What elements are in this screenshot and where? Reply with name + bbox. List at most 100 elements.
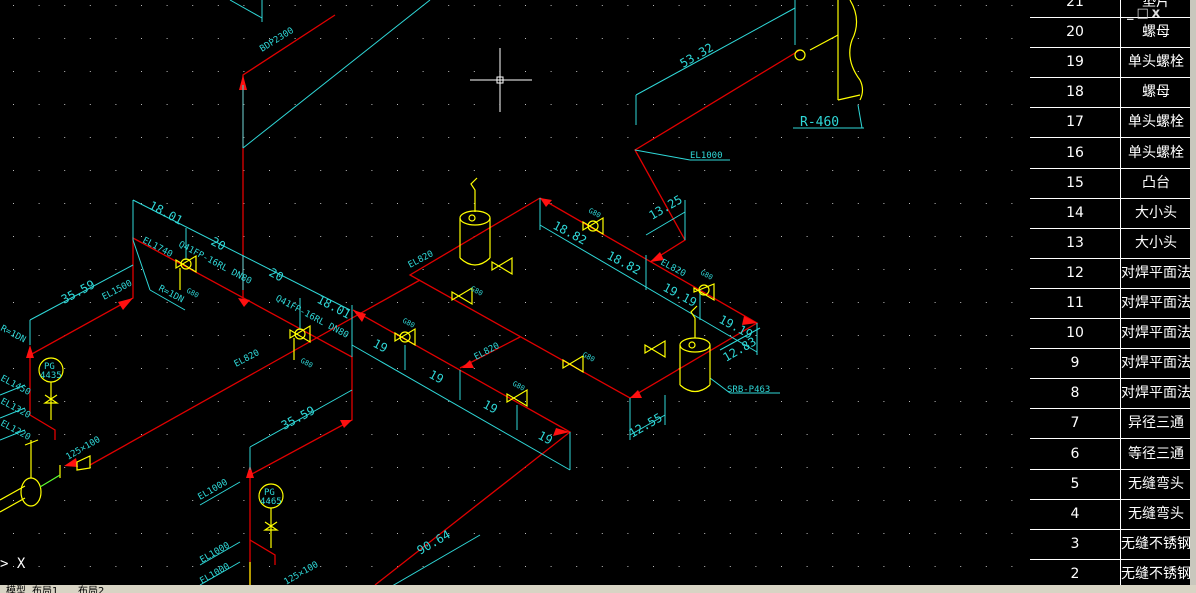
item-name: 对焊平面法: [1120, 318, 1191, 349]
grid-dot: [89, 104, 91, 105]
grid-dot: [601, 170, 603, 171]
dim-18-82-b: 18.82: [605, 248, 643, 277]
grid-dot: [397, 368, 398, 369]
grid-dot: [320, 302, 322, 303]
grid-dot: [832, 5, 834, 6]
grid-dot: [243, 170, 245, 171]
vertical-scrollbar[interactable]: [1190, 0, 1196, 593]
grid-dot: [960, 236, 962, 237]
grid-dot: [166, 137, 168, 138]
grid-dot: [576, 38, 578, 39]
grid-dot: [64, 137, 66, 138]
grid-dot: [345, 302, 347, 303]
grid-dot: [166, 401, 168, 402]
grid-dot: [115, 71, 117, 72]
grid-dot: [397, 236, 398, 237]
grid-dot: [294, 170, 296, 171]
grid-dot: [934, 38, 936, 39]
grid-dot: [781, 500, 782, 501]
label-g80: G80: [699, 269, 714, 282]
grid-dot: [192, 170, 194, 171]
grid-dot: [576, 137, 578, 138]
grid-dot: [64, 5, 66, 6]
grid-dot: [89, 401, 91, 402]
components: [0, 0, 864, 593]
grid-dot: [678, 335, 680, 336]
grid-dot: [832, 269, 834, 270]
grid-dot: [960, 401, 962, 402]
grid-dot: [550, 335, 552, 336]
grid-dot: [525, 368, 526, 369]
grid-dot: [934, 170, 936, 171]
tab-layout1[interactable]: 布局1: [32, 586, 59, 593]
tab-model[interactable]: 模型: [6, 586, 26, 593]
grid-dot: [345, 269, 347, 270]
grid-dot: [473, 368, 475, 369]
label-reducer-2: 125×100: [283, 560, 321, 588]
grid-dot: [601, 566, 603, 567]
grid-dot: [141, 137, 142, 138]
grid-dot: [64, 104, 66, 105]
grid-dot: [857, 170, 859, 171]
grid-dot: [525, 533, 526, 534]
grid-dot: [448, 236, 450, 237]
grid-dot: [448, 170, 450, 171]
grid-dot: [729, 137, 731, 138]
grid-dot: [832, 203, 834, 204]
grid-dot: [883, 236, 885, 237]
grid-dot: [704, 533, 706, 534]
grid-dot: [934, 236, 936, 237]
grid-dot: [934, 302, 936, 303]
minimize-button[interactable]: _: [1127, 6, 1137, 21]
grid-dot: [909, 401, 910, 402]
dim-35-59-b: 35.59: [279, 403, 317, 432]
dimension-labels: BDP2300 53.32 R-460 EL1000 18.01 20 20 1…: [0, 26, 839, 588]
close-button[interactable]: x: [1151, 6, 1164, 21]
ball-valve-icon: [693, 283, 715, 302]
restore-button[interactable]: □: [1136, 6, 1152, 21]
grid-dot: [857, 401, 859, 402]
grid-dot: [217, 137, 219, 138]
grid-dot: [960, 302, 962, 303]
grid-dot: [729, 401, 731, 402]
grid-dot: [909, 467, 910, 468]
grid-dot: [832, 71, 834, 72]
grid-dot: [141, 434, 142, 435]
grid-dot: [13, 5, 14, 6]
grid-dot: [64, 500, 66, 501]
grid-dot: [960, 335, 962, 336]
grid-dot: [166, 566, 168, 567]
dim-19-c: 19: [481, 397, 500, 416]
grid-dot: [755, 203, 757, 204]
grid-dot: [141, 401, 142, 402]
grid-dot: [141, 38, 142, 39]
grid-dot: [499, 38, 501, 39]
grid-dot: [678, 5, 680, 6]
grid-dot: [166, 203, 168, 204]
grid-dot: [857, 38, 859, 39]
grid-dot: [525, 401, 526, 402]
grid-dot: [909, 104, 910, 105]
grid-dot: [192, 137, 194, 138]
grid-dot: [832, 137, 834, 138]
grid-dot: [64, 71, 66, 72]
grid-dot: [729, 335, 731, 336]
grid-dot: [448, 203, 450, 204]
grid-dot: [729, 500, 731, 501]
grid-dot: [653, 566, 654, 567]
grid-dot: [678, 269, 680, 270]
grid-dot: [755, 269, 757, 270]
grid-dot: [243, 500, 245, 501]
grid-dot: [141, 71, 142, 72]
grid-dot: [64, 236, 66, 237]
grid-dot: [38, 170, 40, 171]
tab-layout2[interactable]: 布局2: [78, 586, 105, 593]
reducer-icon: [59, 455, 91, 478]
grid-dot: [806, 137, 808, 138]
grid-dot: [729, 434, 731, 435]
grid-dot: [704, 500, 706, 501]
grid-dot: [678, 302, 680, 303]
